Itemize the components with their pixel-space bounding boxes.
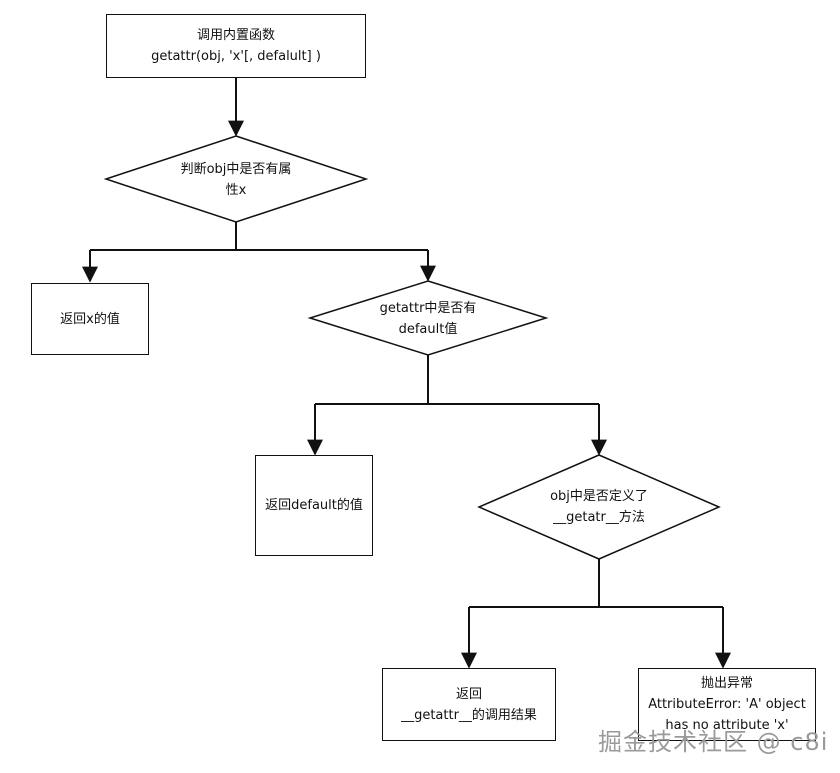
- process-box-return-getattr: 返回 __getattr__的调用结果: [382, 668, 556, 741]
- process-box-start: 调用内置函数 getattr(obj, 'x'[, defalult] ): [106, 14, 366, 78]
- decision-label-defines-getattr: obj中是否定义了 __getatr__方法: [550, 489, 648, 525]
- edge-has-default-split: [315, 355, 599, 405]
- process-box-return-x: 返回x的值: [31, 283, 149, 355]
- edge-defines-getattr-split: [469, 559, 723, 608]
- process-box-return-default: 返回default的值: [255, 455, 373, 556]
- watermark: 掘金技术社区 @ c8i: [598, 728, 829, 756]
- decision-label-has-attr: 判断obj中是否有属 性x: [180, 162, 292, 198]
- edge-has-attr-split: [90, 222, 428, 251]
- process-box-raise-error: 抛出异常 AttributeError: 'A' object has no a…: [638, 668, 816, 741]
- decision-label-has-default: getattr中是否有 default值: [379, 301, 477, 337]
